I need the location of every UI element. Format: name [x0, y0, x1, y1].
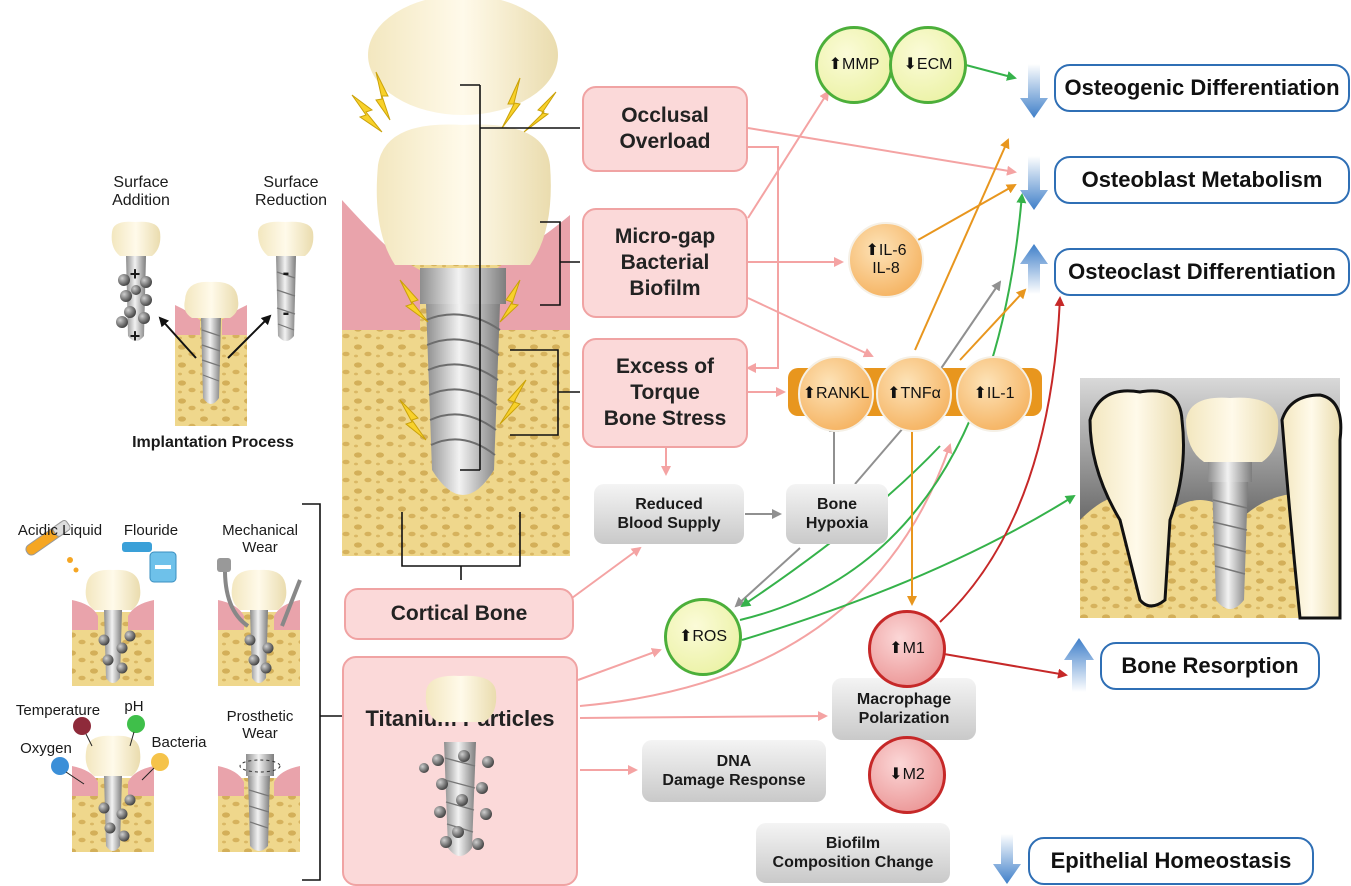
bone-hypoxia-box: Bone Hypoxia [786, 484, 888, 544]
osteoclast-up-arrow [1020, 244, 1048, 294]
il1-label: IL-1 [987, 385, 1015, 403]
mechanical-wear-label: Mechanical Wear [212, 522, 308, 557]
resorption-up-arrow [1064, 638, 1094, 692]
mmp-circle: ⬆MMP [815, 26, 893, 104]
oxygen-label: Oxygen [16, 740, 76, 757]
il6-label: IL-6 [879, 242, 907, 259]
bone-resorption-box: Bone Resorption [1100, 642, 1320, 690]
osteoblast-metabolism-box: Osteoblast Metabolism [1054, 156, 1350, 204]
ph-label: pH [118, 698, 150, 715]
micro-gap-biofilm-box: Micro-gap Bacterial Biofilm [582, 208, 748, 318]
acidic-liquid-label: Acidic Liquid [12, 522, 108, 539]
surface-addition-label: Surface Addition [96, 174, 186, 211]
dna-damage-response-box: DNA Damage Response [642, 740, 826, 802]
flouride-label: Flouride [116, 522, 186, 539]
crown [377, 125, 551, 266]
down-arrow-icon: ⬇ [904, 56, 917, 74]
il8-label: IL-8 [872, 260, 900, 278]
up-arrow-icon: ⬆ [974, 385, 987, 403]
prosthetic-wear-label: Prosthetic Wear [214, 708, 306, 743]
cortical-bone-box: Cortical Bone [344, 588, 574, 640]
osteoclast-differentiation-box: Osteoclast Differentiation [1054, 248, 1350, 296]
osteogenic-down-arrow [1020, 64, 1048, 118]
tnfa-label: TNFα [901, 385, 941, 403]
epithelial-homeostasis-box: Epithelial Homeostasis [1028, 837, 1314, 885]
surface-reduction-label: Surface Reduction [246, 174, 336, 211]
m1-label: M1 [903, 640, 925, 658]
titanium-implant-illustration [342, 656, 574, 882]
excess-torque-box: Excess of Torque Bone Stress [582, 338, 748, 448]
reduced-blood-supply-box: Reduced Blood Supply [594, 484, 744, 544]
mmp-label: MMP [842, 56, 879, 74]
up-arrow-icon: ⬆ [679, 628, 692, 646]
biofilm-composition-change-box: Biofilm Composition Change [756, 823, 950, 883]
ros-circle: ⬆ROS [664, 598, 742, 676]
osteogenic-differentiation-box: Osteogenic Differentiation [1054, 64, 1350, 112]
m2-circle: ⬇M2 [868, 736, 946, 814]
up-arrow-icon: ⬆ [829, 56, 842, 74]
bacteria-label: Bacteria [144, 734, 214, 751]
abutment [420, 268, 506, 304]
center-implant-illustration [342, 0, 580, 580]
occlusal-overload-box: Occlusal Overload [582, 86, 748, 172]
opposing-tooth [368, 0, 558, 115]
rankl-circle: ⬆RANKL [798, 356, 874, 432]
up-arrow-icon: ⬆ [803, 385, 816, 403]
m2-label: M2 [903, 766, 925, 784]
implantation-process-title: Implantation Process [118, 434, 308, 452]
epithelial-down-arrow [993, 834, 1021, 884]
m1-circle: ⬆M1 [868, 610, 946, 688]
up-arrow-icon: ⬆ [889, 640, 902, 658]
up-arrow-icon: ⬆ [887, 385, 900, 403]
down-arrow-icon: ⬇ [889, 766, 902, 784]
tnfa-circle: ⬆TNFα [876, 356, 952, 432]
il6-il8-circle: ⬆IL-6 IL-8 [848, 222, 924, 298]
temperature-label: Temperature [8, 702, 108, 719]
plus-sign-top: + [127, 264, 143, 285]
bone-resorption-illustration [1080, 378, 1341, 618]
rankl-label: RANKL [816, 385, 869, 403]
plus-sign-bottom: + [127, 326, 143, 347]
il1-circle: ⬆IL-1 [956, 356, 1032, 432]
wear-illustrations [24, 504, 342, 880]
minus-sign-bottom: - [278, 302, 294, 325]
up-arrow-icon: ⬆ [866, 242, 879, 259]
minus-sign-top: - [278, 262, 294, 285]
osteoblast-down-arrow [1020, 156, 1048, 210]
ecm-circle: ⬇ECM [889, 26, 967, 104]
ecm-label: ECM [917, 56, 953, 74]
ros-label: ROS [692, 628, 727, 646]
